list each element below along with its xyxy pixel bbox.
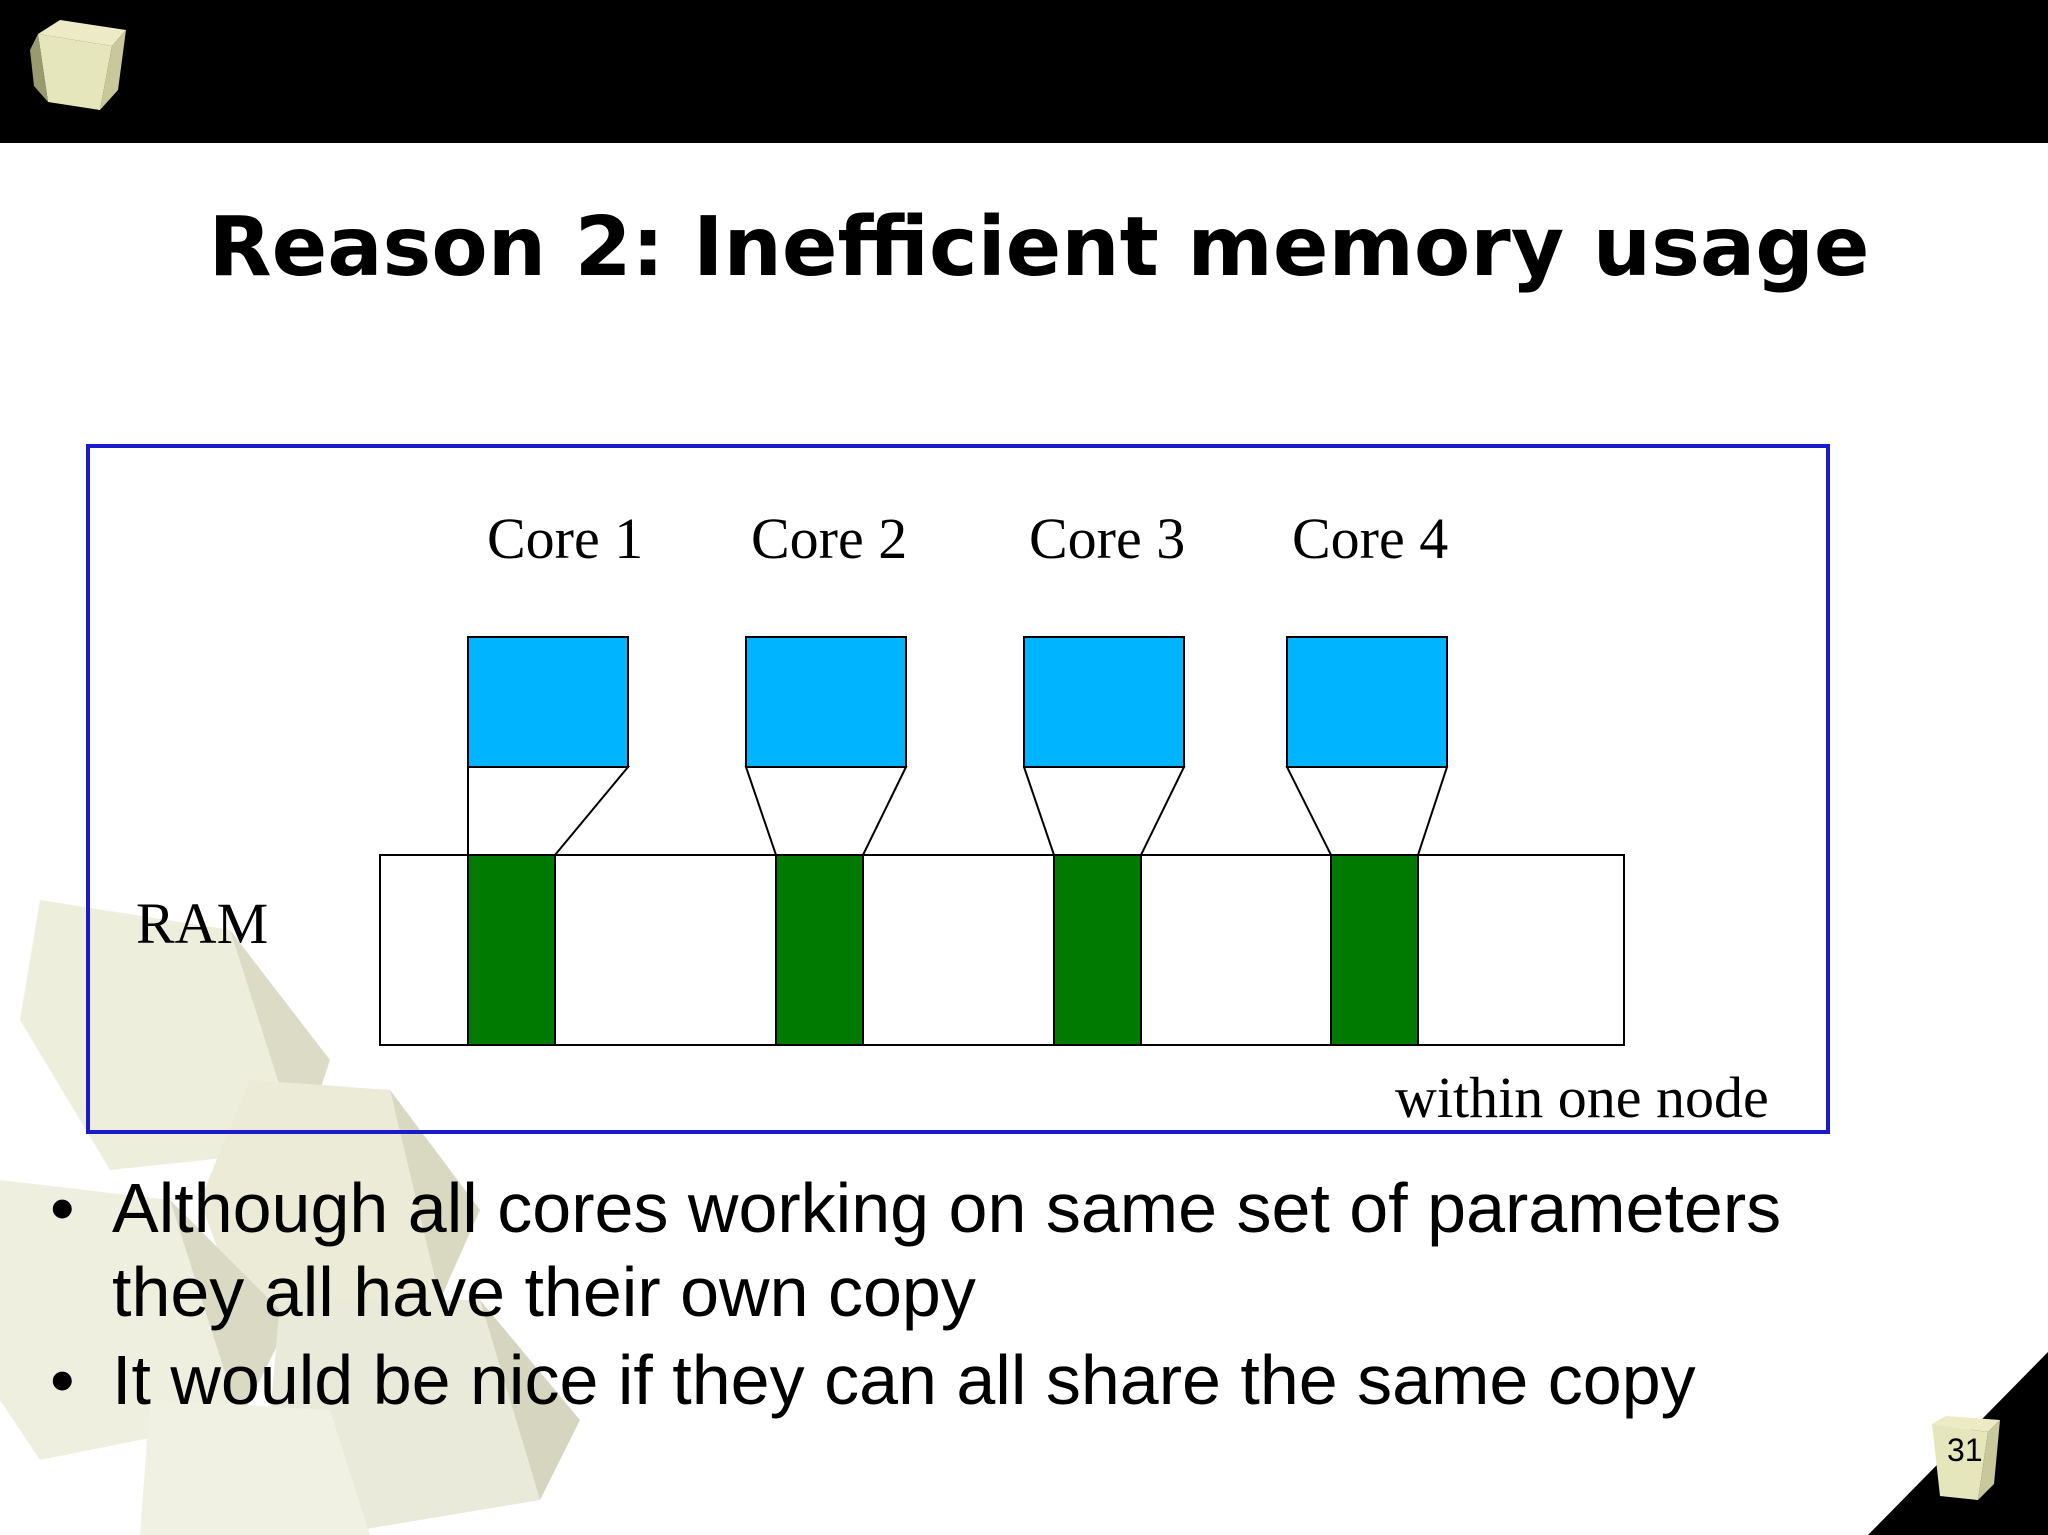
bullet-marker: • bbox=[50, 1341, 75, 1419]
memory-copy bbox=[467, 854, 556, 1046]
bullet-1-line-1: Although all cores working on same set o… bbox=[112, 1169, 1782, 1247]
corner-cube-icon bbox=[1932, 1416, 2000, 1500]
core-label-2: Core 2 bbox=[751, 506, 908, 571]
core-unit-1 bbox=[467, 636, 631, 1046]
core-box bbox=[467, 636, 629, 768]
core-unit-4 bbox=[1285, 636, 1449, 1046]
memory-copy bbox=[1330, 854, 1419, 1046]
core-label-1: Core 1 bbox=[487, 506, 644, 571]
page-title: Reason 2: Inefficient memory usage bbox=[208, 200, 1870, 295]
page-number: 31 bbox=[1947, 1432, 1983, 1468]
core-label-4: Core 4 bbox=[1292, 506, 1449, 571]
header-bar bbox=[0, 0, 2048, 143]
core-label-3: Core 3 bbox=[1029, 506, 1186, 571]
bullet-1-line-2: they all have their own copy bbox=[112, 1253, 976, 1331]
ram-label: RAM bbox=[136, 891, 269, 956]
node-frame bbox=[86, 444, 1830, 1134]
bullet-marker: • bbox=[50, 1169, 75, 1247]
memory-copy bbox=[1053, 854, 1142, 1046]
core-box bbox=[745, 636, 907, 768]
core-box bbox=[1023, 636, 1185, 768]
bullet-2-line-1: It would be nice if they can all share t… bbox=[112, 1341, 1696, 1419]
cube-icon bbox=[30, 20, 126, 110]
node-label: within one node bbox=[1395, 1065, 1769, 1130]
core-unit-2 bbox=[744, 636, 908, 1046]
core-unit-3 bbox=[1022, 636, 1186, 1046]
core-box bbox=[1286, 636, 1448, 768]
memory-copy bbox=[775, 854, 864, 1046]
